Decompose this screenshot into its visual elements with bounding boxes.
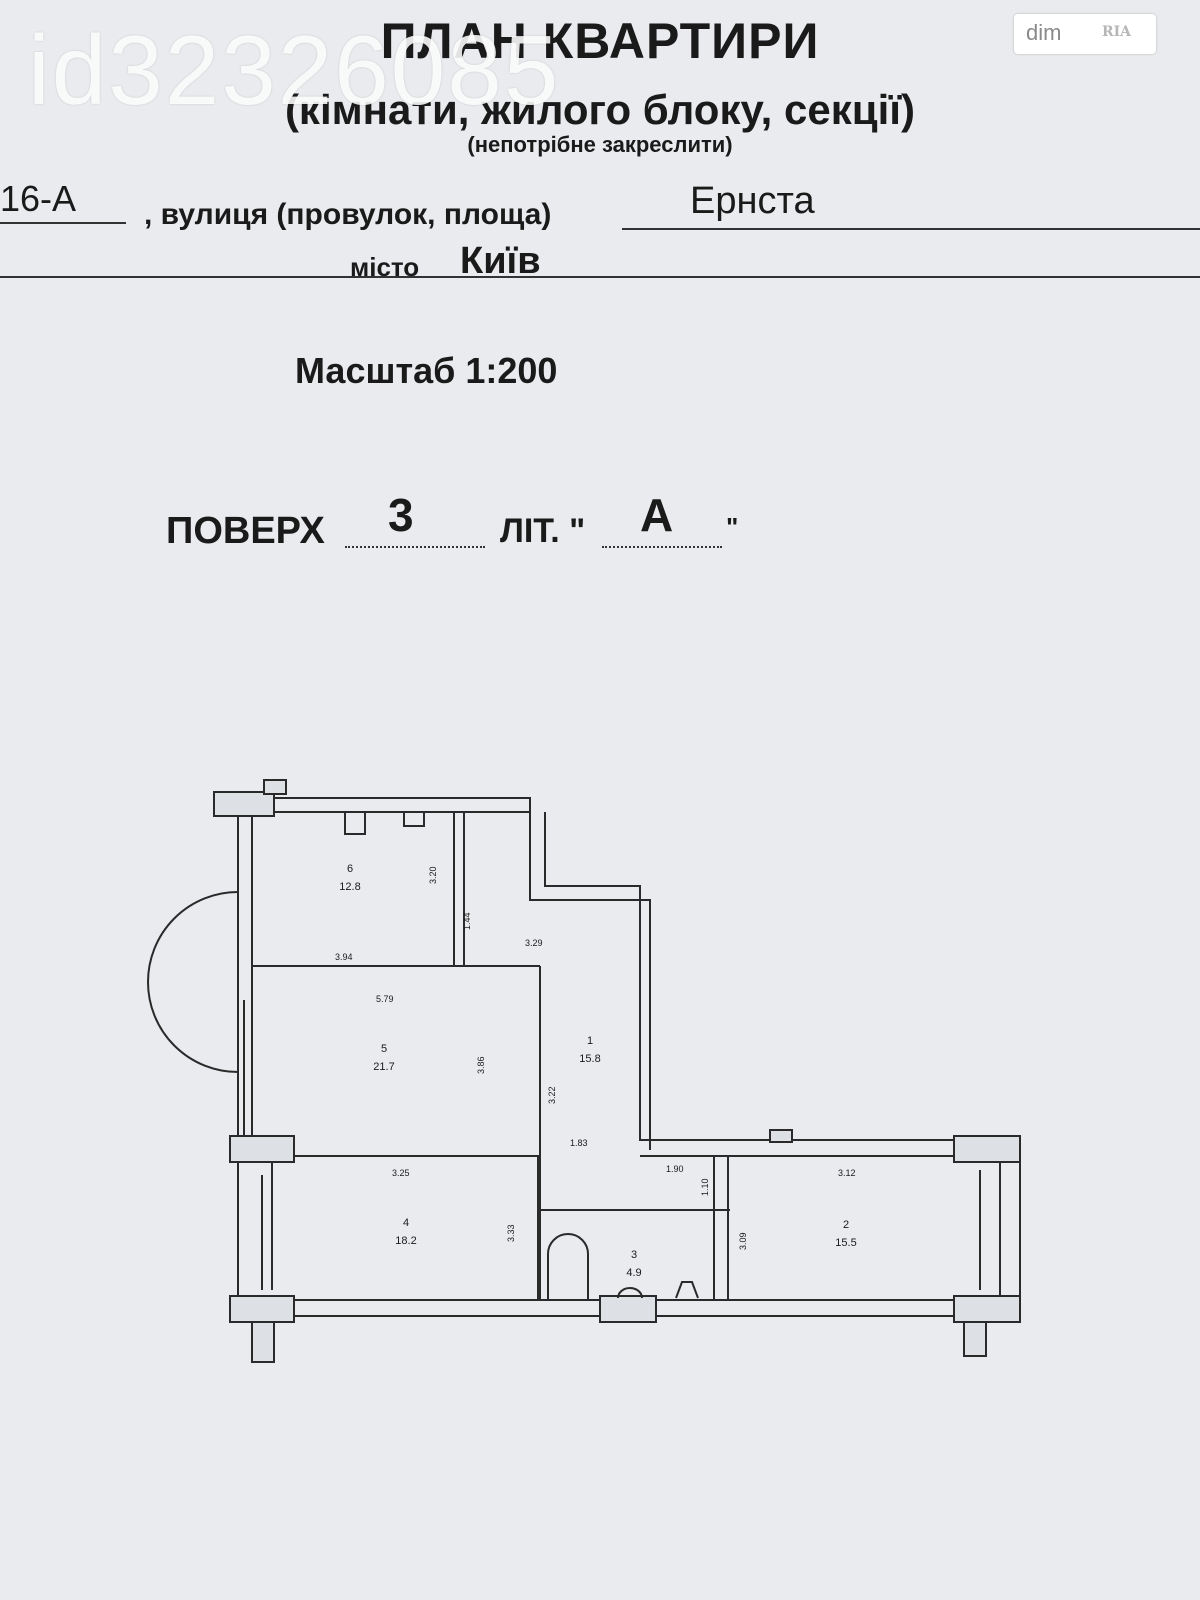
room-6-area: 12.8 (339, 881, 360, 893)
room-5-id: 5 (381, 1043, 387, 1055)
right-upper-wall (529, 798, 651, 1150)
dim-label: 3.86 (476, 1056, 486, 1074)
left-lower-wall (237, 1140, 270, 1301)
letter-close-quote: " (726, 512, 739, 542)
dim-label: 3.12 (838, 1168, 856, 1178)
dim-label: 1.83 (570, 1138, 588, 1148)
balcony-arc (147, 891, 239, 1073)
scale-label: Масштаб 1:200 (295, 350, 558, 391)
letter-label: ЛІТ. " (500, 512, 586, 550)
room-2-area: 15.5 (835, 1237, 856, 1249)
room-1-area: 15.8 (579, 1053, 600, 1065)
column-bottom-left (229, 1295, 295, 1323)
logo-sub: RIA (1102, 24, 1132, 40)
dim-label: 3.09 (738, 1232, 748, 1250)
dim-label: 5.79 (376, 994, 394, 1004)
room-4-id: 4 (403, 1217, 409, 1229)
strike-note: (непотрібне закреслити) (467, 132, 733, 157)
sink-fixture (617, 1287, 643, 1299)
room-4-area: 18.2 (395, 1235, 416, 1247)
dim-label: 1.10 (700, 1178, 710, 1196)
room-5-area: 21.7 (373, 1061, 394, 1073)
room-3-id: 3 (631, 1249, 637, 1261)
street-name: Ернста (690, 180, 815, 222)
column-bottom-stub (251, 1321, 275, 1363)
floor-value: 3 (388, 489, 414, 541)
right-room-wall (640, 1155, 1001, 1300)
listing-id-watermark: id32326085 (28, 15, 561, 125)
dim-label: 3.94 (335, 952, 353, 962)
column-bottom-right-stub (963, 1321, 987, 1357)
house-underline (0, 222, 126, 224)
street-underline (622, 228, 1200, 230)
partition-6-kitchen (453, 812, 465, 966)
city-underline (0, 276, 1200, 278)
inner-wall-line (237, 798, 1020, 1301)
toilet-fixture (675, 1281, 699, 1299)
floor-label: ПОВЕРХ (166, 510, 325, 552)
sink-kitchen-fixture (403, 811, 425, 827)
column-bottom-right (953, 1295, 1021, 1323)
logo-text: dim (1026, 20, 1062, 45)
dim-label: 3.33 (506, 1224, 516, 1242)
letter-underline (602, 546, 722, 548)
dim-label: 3.20 (428, 866, 438, 884)
city-name: Київ (460, 240, 541, 282)
right-upper-wall-inner (544, 812, 1020, 1141)
top-wall (238, 797, 531, 813)
floor-underline (345, 546, 485, 548)
column-mid-left (229, 1135, 295, 1163)
page-subtitle: (кімнати, жилого блоку, секції) (284, 86, 916, 133)
column-top-cap (263, 779, 287, 795)
dim-label: 3.25 (392, 1168, 410, 1178)
room-6-id: 6 (347, 863, 353, 875)
column-top-left (213, 791, 275, 817)
stove-fixture (344, 811, 366, 835)
bathtub-fixture (547, 1233, 589, 1300)
dim-label: 3.29 (525, 938, 543, 948)
column-mid-right (953, 1135, 1021, 1163)
house-number: 16-А (0, 178, 77, 219)
page-title: ПЛАН КВАРТИРИ (380, 13, 820, 69)
dim-label: 1.44 (462, 912, 472, 930)
dim-label: 3.22 (547, 1086, 557, 1104)
street-label: , вулиця (провулок, площа) (144, 198, 552, 231)
room-2-id: 2 (843, 1219, 849, 1231)
room-1-id: 1 (587, 1035, 593, 1047)
dim-label: 1.90 (666, 1164, 684, 1174)
room-3-area: 4.9 (626, 1267, 641, 1279)
column-bottom-middle (599, 1295, 657, 1323)
dim-ria-logo[interactable]: dim RIA (1014, 14, 1156, 54)
column-top-right-cap (769, 1129, 793, 1143)
letter-value: А (640, 489, 674, 541)
